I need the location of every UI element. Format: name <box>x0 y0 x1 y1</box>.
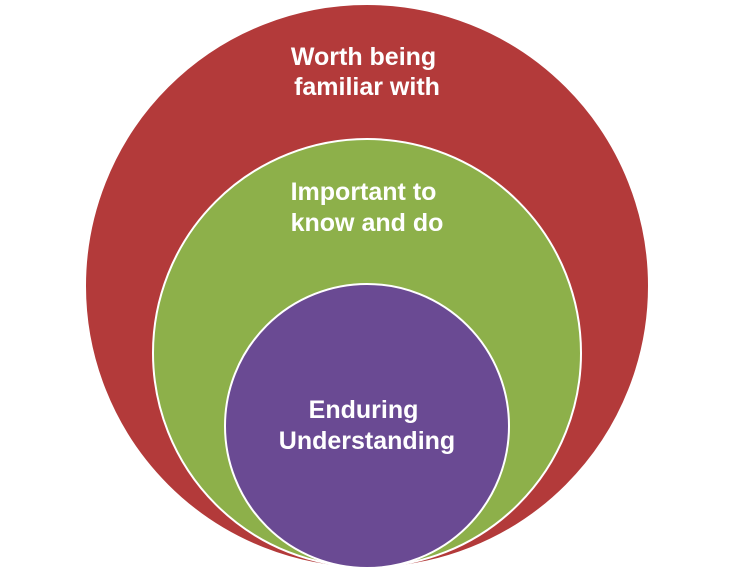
outer-label-line2: familiar with <box>294 73 440 101</box>
middle-label-line2: know and do <box>291 209 444 237</box>
inner-label-line1: Enduring <box>309 396 419 424</box>
middle-label-line1: Important to <box>291 178 437 206</box>
outer-label-line1: Worth being <box>291 43 436 71</box>
middle-label: Important to know and do <box>291 178 444 237</box>
inner-circle <box>224 283 510 569</box>
inner-label-line2: Understanding <box>279 427 455 455</box>
inner-label: Enduring Understanding <box>279 396 455 455</box>
outer-label: Worth being familiar with <box>291 43 443 101</box>
